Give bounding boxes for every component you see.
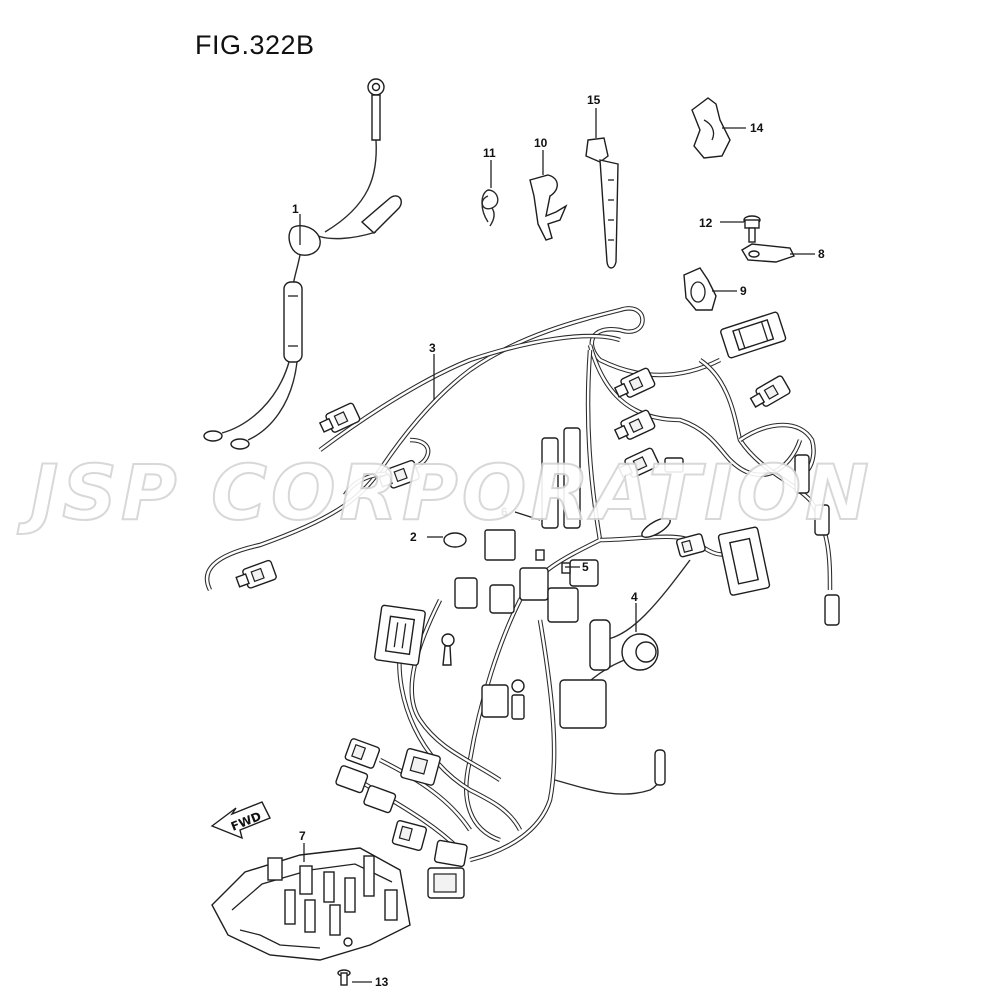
callout-15: 15 [587,93,601,107]
screw-part-13 [337,969,351,986]
callout-leaders [299,108,815,983]
callout-8: 8 [818,247,825,261]
clamp-part-10 [529,174,568,241]
callout-10: 10 [534,136,548,150]
housing-cover-part-7 [211,847,411,961]
battery-cable-part [203,78,402,450]
fwd-direction-marker: FWD [210,801,271,840]
callout-7: 7 [299,829,306,843]
callout-1: 1 [292,202,299,216]
wiring-harness-part [204,306,833,863]
callout-14: 14 [750,121,764,135]
watermark-text: JSP CORPORATION [29,447,873,538]
clip-part-14 [691,97,731,159]
callout-3: 3 [429,341,436,355]
callout-12: 12 [699,216,713,230]
bracket-part-8 [741,243,795,263]
callout-11: 11 [483,146,496,160]
callout-6: 6 [501,505,508,519]
callout-4: 4 [631,590,638,604]
clip-part-11 [481,189,499,227]
callout-2: 2 [410,530,417,544]
harness-connectors [235,311,840,899]
callout-5: 5 [582,560,589,574]
clamp-part-9 [683,267,717,311]
callout-9: 9 [740,284,747,298]
figure-title: FIG.322B [195,30,315,60]
cable-tie-part-15 [585,137,619,269]
bolt-part-12 [743,215,761,243]
callout-13: 13 [375,975,389,989]
